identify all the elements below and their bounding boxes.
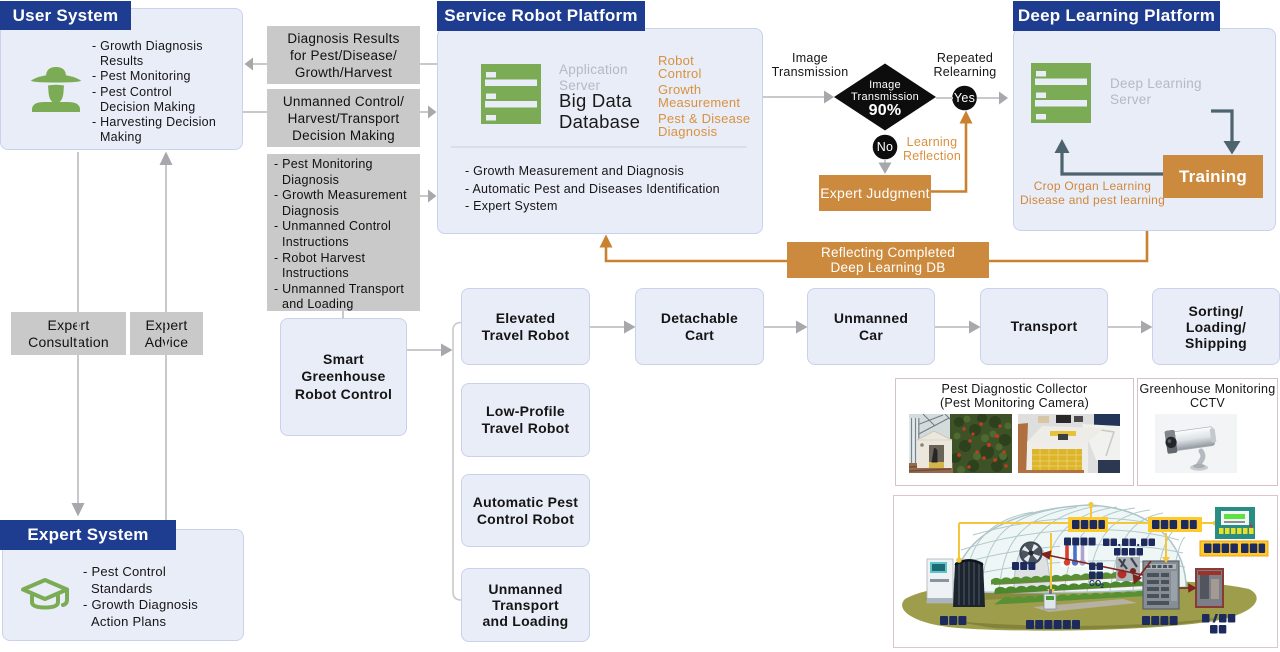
svg-text:2: 2 xyxy=(1101,584,1105,590)
svg-text:CO: CO xyxy=(1089,579,1102,588)
